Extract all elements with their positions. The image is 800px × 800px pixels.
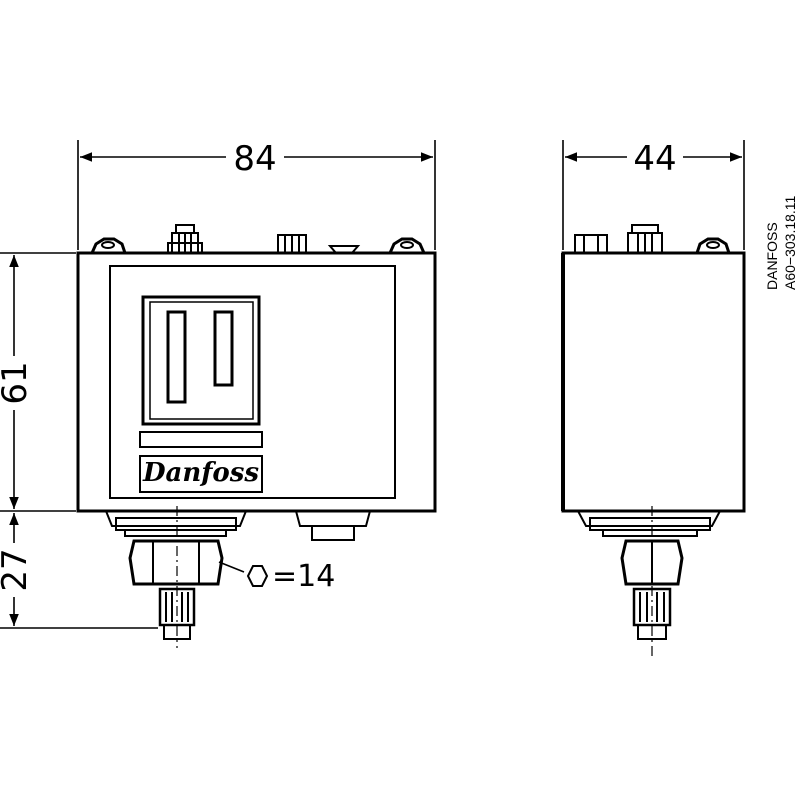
range-slot-right: [213, 310, 234, 387]
dim-label-width-front: 84: [233, 139, 276, 179]
hex-nut: [128, 539, 224, 586]
top-screw-left: [90, 237, 127, 254]
front-cover: [109, 265, 396, 499]
drawing-company: DANFOSS: [764, 222, 780, 290]
front-view: [76, 224, 437, 648]
label-strip: [139, 431, 263, 448]
hex-leader: [218, 561, 245, 573]
dim-label-width-side: 44: [633, 139, 676, 179]
side-view: [561, 224, 746, 658]
side-housing: [561, 251, 746, 513]
pressure-connector: [158, 587, 196, 640]
top-screw-right: [388, 237, 426, 254]
differential-spindle: [277, 234, 307, 254]
bellows-flange: [105, 510, 247, 537]
danfoss-logo: Danfoss: [142, 458, 259, 488]
dim-label-height-body: 61: [0, 361, 35, 404]
logo-plate: [139, 455, 263, 493]
dimension-lines: [0, 140, 745, 629]
side-spindle-left: [574, 234, 608, 254]
setting-window: [141, 295, 261, 426]
dim-label-height-fitting: 27: [0, 548, 35, 591]
side-flange: [577, 510, 721, 537]
side-spindle-right: [627, 224, 663, 254]
cover-lip: [327, 245, 361, 254]
hexagon-icon: [246, 565, 269, 587]
drawing-number: A60−303.18.11: [782, 195, 798, 290]
range-spindle: [167, 224, 203, 254]
front-housing: [76, 251, 437, 513]
hex-size-label: =14: [272, 559, 335, 594]
side-top-screw: [695, 237, 731, 254]
cable-entry: [295, 510, 371, 541]
range-slot-left: [166, 310, 187, 404]
